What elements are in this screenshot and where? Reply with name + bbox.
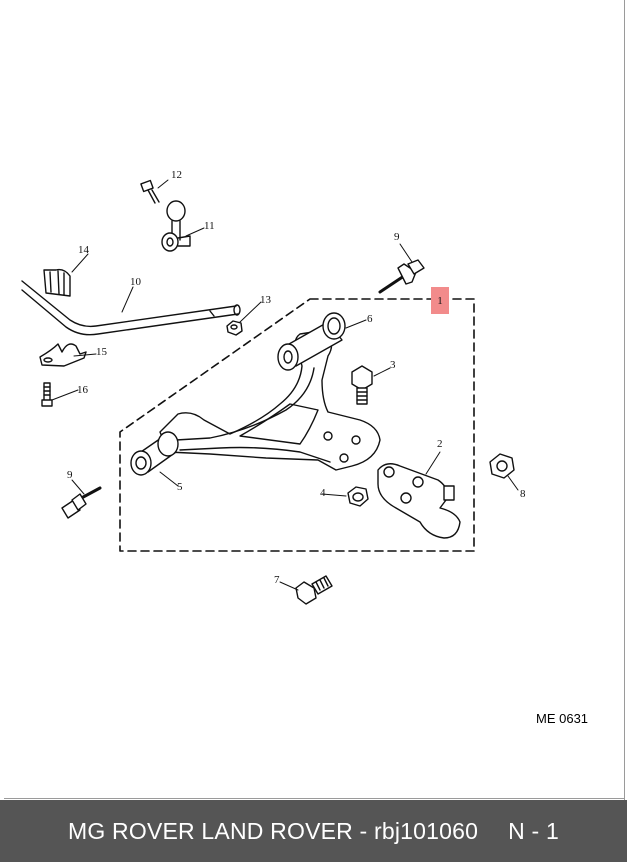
drop-link-icon — [161, 200, 191, 252]
bolt-icon — [61, 486, 102, 519]
leader-lines — [51, 179, 519, 591]
highlighted-callout-1[interactable]: 1 — [431, 287, 449, 314]
callout-7: 7 — [274, 574, 280, 586]
bushing-icon — [277, 312, 346, 371]
callout-2: 2 — [437, 438, 443, 450]
callout-16: 16 — [77, 384, 88, 396]
ball-joint-icon — [377, 463, 461, 539]
footer-text: MG ROVER LAND ROVER - rbj101060 N - 1 — [0, 800, 627, 862]
frame-divider — [4, 798, 625, 799]
callout-13: 13 — [260, 294, 271, 306]
bushing-icon — [130, 431, 179, 476]
footer-brand: MG ROVER LAND ROVER - rbj101060 — [68, 817, 479, 844]
callout-8: 8 — [520, 488, 526, 500]
control-arm-icon — [159, 329, 381, 471]
callout-6: 6 — [367, 313, 373, 325]
rubber-mount-icon — [43, 268, 71, 297]
footer-bar: MG ROVER LAND ROVER - rbj101060 N - 1 — [0, 800, 627, 862]
nut-icon — [347, 486, 369, 507]
callout-10: 10 — [130, 276, 141, 288]
callout-3: 3 — [390, 359, 396, 371]
callout-15: 15 — [96, 346, 107, 358]
bolt-icon — [41, 382, 53, 407]
footer-page: N - 1 — [508, 817, 559, 844]
bolt-icon — [295, 575, 333, 605]
callout-9-upper: 9 — [394, 231, 400, 243]
callout-12: 12 — [171, 169, 182, 181]
clamp-icon — [39, 343, 87, 367]
diagram-reference-code: ME 0631 — [536, 711, 589, 726]
callout-11: 11 — [204, 220, 215, 232]
nut-icon — [489, 453, 515, 479]
callout-5: 5 — [177, 481, 183, 493]
bolt-icon — [378, 259, 425, 294]
callout-9-lower: 9 — [67, 469, 73, 481]
bolt-icon — [351, 365, 373, 405]
callout-14: 14 — [78, 244, 89, 256]
frame-divider — [624, 0, 625, 800]
anti-roll-bar-icon — [21, 280, 241, 336]
callout-4: 4 — [320, 487, 326, 499]
bolt-icon — [140, 179, 160, 204]
nut-icon — [226, 320, 243, 336]
exploded-parts-diagram — [21, 179, 519, 605]
